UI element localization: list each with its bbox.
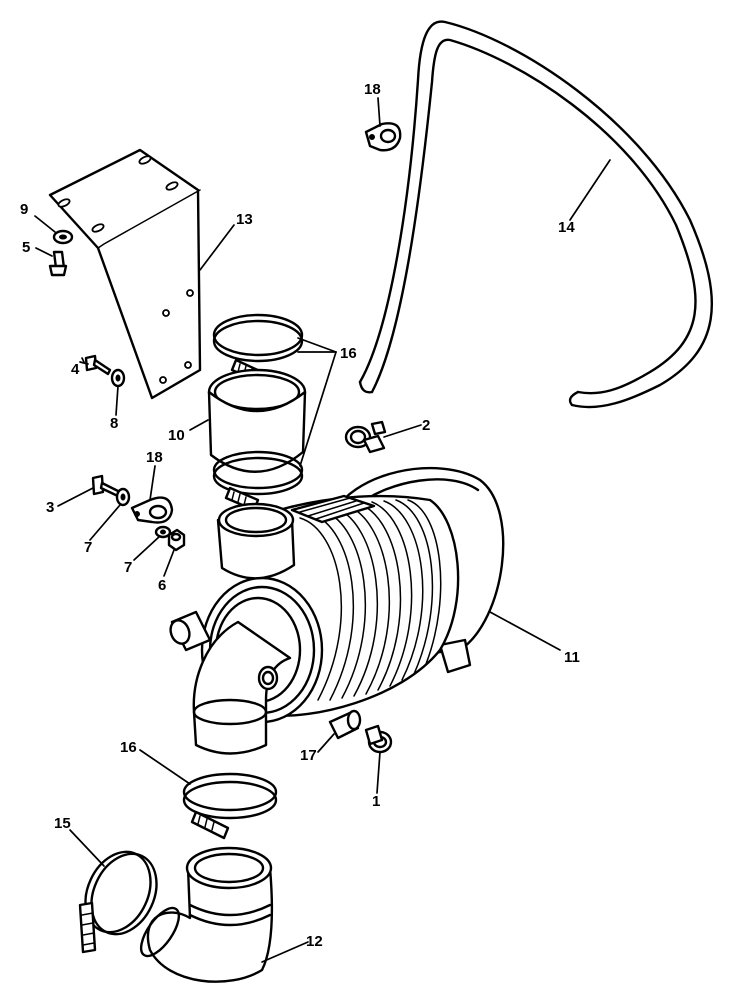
callout-15: 15 — [54, 815, 71, 832]
callout-4: 4 — [71, 361, 80, 378]
callout-13: 13 — [236, 211, 253, 228]
hose-sleeve-part-10 — [207, 368, 307, 473]
callout-18b: 18 — [146, 449, 163, 466]
small-clamp-part-2 — [344, 420, 387, 454]
callout-11: 11 — [564, 649, 580, 666]
bolt-part-5 — [48, 250, 68, 277]
hose-clamp-lower-part-16 — [182, 772, 278, 840]
hose-part-14 — [358, 20, 714, 409]
clip-part-18-lower — [130, 496, 174, 524]
callout-16b: 16 — [120, 739, 137, 756]
callout-12: 12 — [306, 933, 323, 950]
callout-labels: 1 2 3 4 5 6 7 7 8 9 10 11 12 13 14 15 16… — [20, 81, 580, 950]
hose-clamp-part-15 — [78, 850, 158, 954]
clip-part-18-upper — [364, 122, 402, 152]
leader-lines — [34, 97, 611, 963]
washer-part-8 — [110, 368, 126, 388]
callout-2: 2 — [422, 417, 430, 434]
callout-18a: 18 — [364, 81, 381, 98]
callout-5: 5 — [22, 239, 30, 256]
washer-part-7-lower — [154, 525, 172, 539]
callout-6: 6 — [158, 577, 166, 594]
callout-3: 3 — [46, 499, 54, 516]
washer-part-9 — [52, 229, 74, 245]
callout-7a: 7 — [84, 539, 92, 556]
callout-9: 9 — [20, 201, 28, 218]
elbow-hose-part-12 — [139, 846, 274, 983]
callout-7b: 7 — [124, 559, 132, 576]
fitting-part-17 — [328, 709, 362, 740]
mounting-bracket-part-13 — [48, 148, 202, 400]
callout-17: 17 — [300, 747, 317, 764]
callout-1: 1 — [372, 793, 380, 810]
callout-10: 10 — [168, 427, 185, 444]
nut-part-6 — [167, 528, 186, 552]
callout-16a: 16 — [340, 345, 357, 362]
washer-part-7-upper — [115, 487, 131, 507]
air-cleaner-part-11 — [169, 467, 505, 755]
callout-8: 8 — [110, 415, 118, 432]
callout-14: 14 — [558, 219, 575, 236]
small-clamp-part-1 — [364, 724, 393, 754]
bolt-part-4 — [84, 354, 112, 376]
